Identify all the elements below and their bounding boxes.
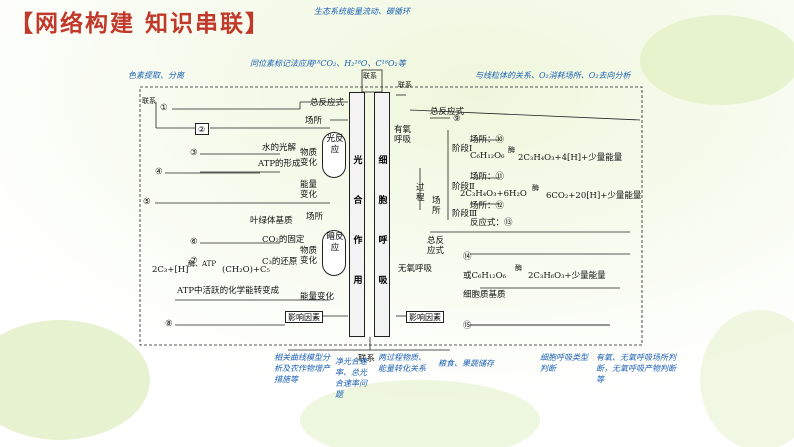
item-8: ⑧: [165, 319, 173, 329]
aerobic-respiration: 有氧呼吸: [394, 125, 412, 145]
site-11: 场所：⑪: [470, 172, 505, 182]
stage-3: 阶段Ⅲ: [452, 209, 478, 219]
dark-reaction-label: 暗反应: [326, 232, 344, 253]
item-9: ⑨: [453, 114, 461, 124]
photosynthesis-char-3: 作: [353, 236, 363, 246]
co2-fixation: CO₂的固定: [262, 235, 305, 245]
eq1-left: C₆H₁₂O₆: [470, 151, 505, 161]
note-top-left: 色素提取、分离: [128, 71, 184, 80]
link-right-label: 联系: [398, 81, 412, 89]
stroma: 叶绿体基质: [250, 216, 293, 226]
note-top-2: 同位素标记法应用¹⁸CO₂、H₂¹⁸O、C¹⁸O₂等: [250, 59, 406, 68]
stage-2: 阶段Ⅱ: [452, 182, 475, 192]
eq-13: 反应式：⑬: [470, 218, 513, 228]
photosynthesis-char-1: 光: [353, 156, 363, 166]
right-factors-box: 影响因素: [406, 311, 444, 323]
light-reaction-oval: 光反应: [322, 132, 346, 178]
item-14: ⑭: [463, 252, 472, 262]
stage-1: 阶段Ⅰ: [452, 144, 473, 154]
eq1-enzyme: 酶: [508, 146, 515, 154]
water-photolysis: 水的光解: [262, 143, 297, 153]
respiration-column: 细 胞 呼 吸: [374, 92, 390, 337]
c3-equation-product: (CH₂O)+C₅: [222, 265, 270, 275]
item-15: ⑮: [463, 321, 472, 331]
matter-change-2: 物质变化: [300, 246, 318, 266]
eq2-right: 6CO₂+20[H]+少量能量: [546, 191, 642, 201]
link-bottom-label: 联系: [358, 354, 376, 364]
item-3: ③: [190, 148, 198, 158]
atp-formation: ATP的形成: [258, 159, 301, 169]
site-10: 场所：⑩: [470, 135, 505, 145]
left-site-2: 场所: [306, 212, 324, 222]
dark-reaction-oval: 暗反应: [322, 230, 346, 276]
note-bottom-2: 净光合速率、总光合速率问题: [335, 357, 367, 399]
note-bottom-6: 有氧、无氧呼吸场所判断，无氧呼吸产物判断等: [596, 353, 676, 384]
respiration-char-3: 呼: [378, 236, 388, 246]
item-6: ⑥: [190, 237, 198, 247]
right-site: 场所: [432, 196, 441, 216]
left-total-eq: 总反应式: [310, 98, 345, 108]
energy-change: 能量变化: [300, 180, 318, 200]
photosynthesis-column: 光 合 作 用: [349, 92, 365, 337]
item-2: ②: [195, 123, 209, 135]
note-bottom-5: 细胞呼吸类型判断: [540, 353, 588, 373]
item-4: ④: [155, 167, 163, 177]
process: 过程: [416, 183, 425, 203]
matter-change: 物质变化: [300, 148, 318, 168]
note-bottom-3: 两过程物质、能量转化关系: [378, 353, 426, 373]
note-bottom-4: 粮食、果蔬储存: [438, 359, 494, 368]
eq2-left: 2C₃H₄O₃+6H₂O: [460, 189, 527, 199]
cytoplasm: 细胞质基质: [463, 290, 506, 300]
left-factors-box: 影响因素: [285, 311, 323, 323]
respiration-char-2: 胞: [378, 196, 388, 206]
respiration-char-1: 细: [378, 156, 388, 166]
item-5: ⑤: [143, 197, 151, 207]
item-1: ①: [160, 103, 168, 113]
note-bottom-1: 相关曲线模型分析及农作物增产措施等: [274, 353, 330, 384]
or-equation-enzyme: 酶: [515, 264, 522, 272]
c3-reduction: C₃的还原: [262, 257, 298, 267]
right-total-eq: 总反应式: [430, 107, 465, 117]
or-equation-right: 2C₃H₆O₃+少量能量: [528, 271, 606, 281]
link-top-label: 联系: [363, 72, 377, 80]
energy-change-2: 能量变化: [300, 292, 335, 302]
eq2-enzyme: 酶: [532, 184, 539, 192]
note-top-1: 生态系统能量流动、碳循环: [314, 7, 410, 16]
left-link-label: 联系: [142, 97, 156, 105]
respiration-char-4: 吸: [378, 276, 388, 286]
right-total-eq-2: 总反应式: [427, 236, 445, 256]
light-reaction-label: 光反应: [326, 134, 344, 155]
note-top-right: 与线粒体的关系、O₂消耗场所、O₂去向分析: [475, 71, 631, 80]
page-title: 【网络构建 知识串联】: [10, 11, 271, 37]
anaerobic-respiration: 无氧呼吸: [398, 264, 433, 274]
site-12: 场所：⑫: [470, 201, 505, 211]
or-equation-left: 或C₆H₁₂O₆: [463, 271, 507, 281]
eq1-right: 2C₃H₄O₃+4[H]+少量能量: [518, 153, 623, 163]
c3-equation: 2C₃+[H]: [152, 265, 189, 275]
c3-equation-enzyme: 酶、ATP: [188, 260, 217, 268]
photosynthesis-char-4: 用: [353, 276, 363, 286]
atp-chem-energy: ATP中活跃的化学能转变成: [177, 286, 280, 296]
item-7: ⑦: [190, 256, 198, 266]
left-site: 场所: [305, 116, 323, 126]
photosynthesis-char-2: 合: [353, 196, 363, 206]
